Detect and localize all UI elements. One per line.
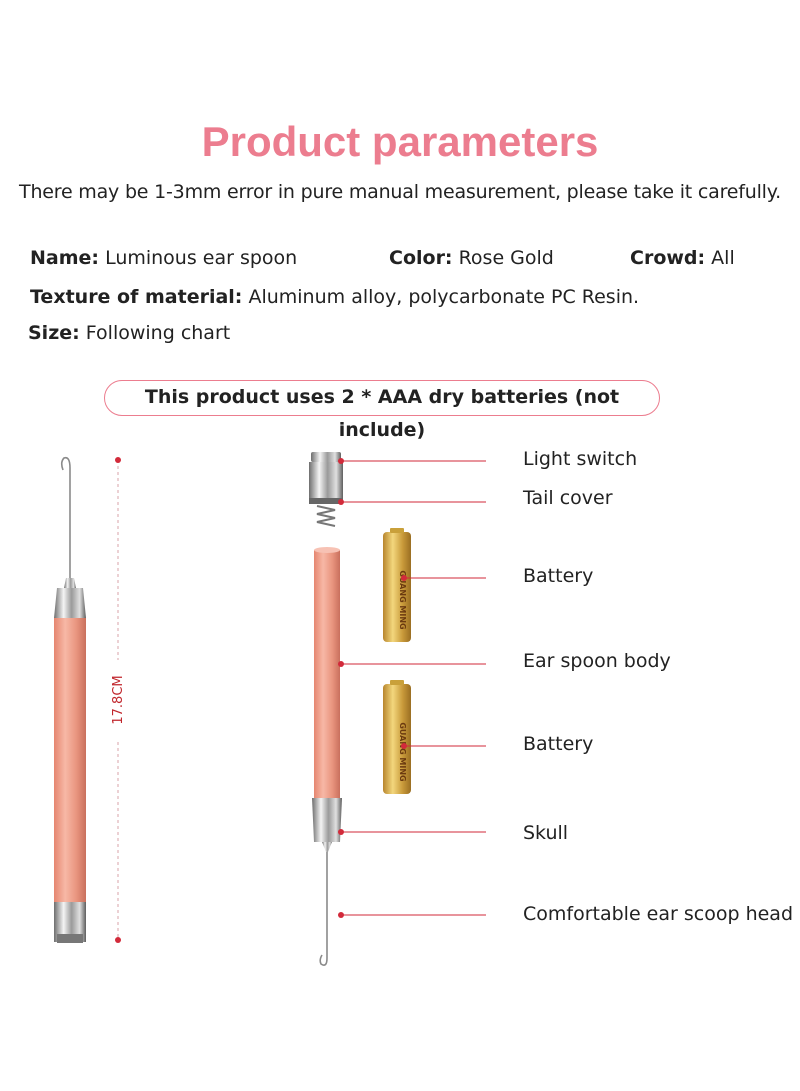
- label-tail-cover: Tail cover: [523, 487, 613, 509]
- label-light-switch: Light switch: [523, 448, 638, 470]
- battery-print-bottom: GUANG MING: [398, 722, 407, 781]
- battery-print-top: GUANG MING: [398, 570, 407, 629]
- spring-icon: [316, 505, 336, 527]
- param-material-label: Texture of material:: [30, 286, 243, 308]
- param-material-value: Aluminum alloy, polycarbonate PC Resin.: [248, 286, 640, 308]
- param-name-value: Luminous ear spoon: [105, 247, 298, 269]
- label-ear-spoon-body: Ear spoon body: [523, 650, 671, 672]
- param-size-value: Following chart: [85, 322, 231, 344]
- leader-lines: [341, 460, 486, 916]
- ear-spoon-body-part: [312, 547, 342, 966]
- page-title: Product parameters: [201, 118, 599, 165]
- param-crowd: Crowd: All: [630, 247, 735, 269]
- param-crowd-value: All: [711, 247, 735, 269]
- assembled-ear-spoon: [54, 456, 86, 943]
- param-crowd-label: Crowd:: [630, 247, 706, 269]
- label-battery-top: Battery: [523, 565, 594, 587]
- param-color-value: Rose Gold: [458, 247, 554, 269]
- leader-dots: [338, 458, 407, 918]
- param-color: Color: Rose Gold: [389, 247, 554, 269]
- param-size: Size: Following chart: [28, 322, 230, 344]
- param-color-label: Color:: [389, 247, 453, 269]
- param-name-label: Name:: [30, 247, 100, 269]
- light-switch-part: [309, 452, 343, 504]
- param-name: Name: Luminous ear spoon: [30, 247, 297, 269]
- battery-bottom: GUANG MING: [383, 680, 411, 794]
- battery-top: GUANG MING: [383, 528, 411, 642]
- label-battery-bottom: Battery: [523, 733, 594, 755]
- label-skull: Skull: [523, 822, 569, 844]
- battery-notice: This product uses 2 * AAA dry batteries …: [104, 380, 660, 441]
- label-ear-scoop-head: Comfortable ear scoop head: [523, 903, 793, 925]
- measurement-note: There may be 1-3mm error in pure manual …: [19, 181, 781, 203]
- param-size-label: Size:: [28, 322, 80, 344]
- dimension-label: 17.8CM: [111, 660, 131, 740]
- param-material: Texture of material: Aluminum alloy, pol…: [30, 286, 639, 308]
